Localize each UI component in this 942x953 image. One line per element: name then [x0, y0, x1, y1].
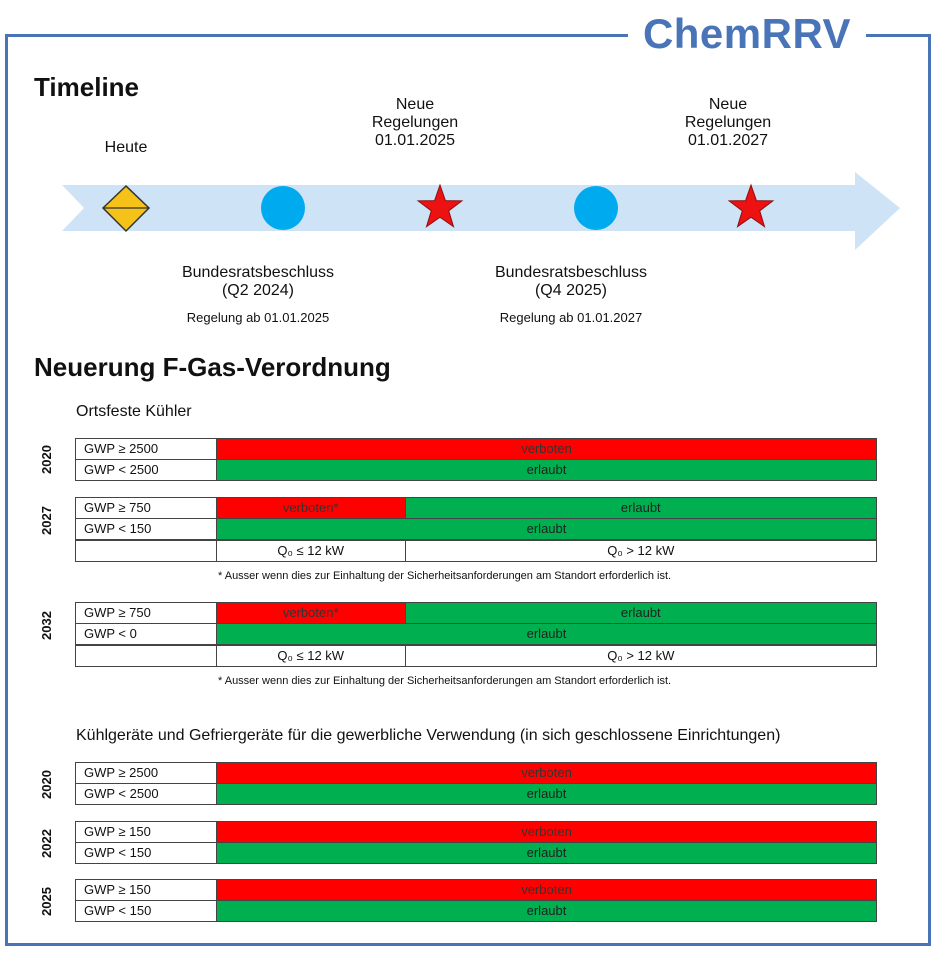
- year-label: 2020: [38, 769, 54, 799]
- decision-circle-icon: [574, 186, 618, 230]
- forbidden-cell: verboten: [216, 821, 877, 843]
- decision-label: Bundesratsbeschluss (Q4 2025) Regelung a…: [494, 264, 648, 325]
- table-row: GWP < 150 erlaubt: [75, 842, 877, 865]
- gwp-label: GWP ≥ 750: [75, 497, 217, 519]
- allowed-cell: erlaubt: [216, 459, 877, 481]
- capacity-cell: Q₀ ≤ 12 kW: [215, 645, 406, 667]
- capacity-cell: Q₀ > 12 kW: [404, 645, 877, 667]
- gwp-label: [75, 645, 217, 667]
- table-row: GWP < 150 erlaubt: [75, 518, 877, 541]
- table-row: GWP < 150 erlaubt: [75, 900, 877, 923]
- timeline-title: Timeline: [34, 72, 140, 102]
- content-frame: [5, 34, 931, 946]
- gwp-label: GWP ≥ 2500: [75, 762, 217, 784]
- gwp-label: GWP ≥ 150: [75, 879, 217, 901]
- gwp-label: GWP ≥ 150: [75, 821, 217, 843]
- allowed-cell: erlaubt: [404, 497, 877, 519]
- capacity-cell: Q₀ > 12 kW: [404, 540, 877, 562]
- table-row: GWP ≥ 150 verboten: [75, 821, 877, 843]
- table-row: GWP < 2500 erlaubt: [75, 783, 877, 806]
- table-row: Q₀ ≤ 12 kW Q₀ > 12 kW: [75, 540, 877, 563]
- footnote: * Ausser wenn dies zur Einhaltung der Si…: [218, 570, 672, 582]
- allowed-cell: erlaubt: [404, 602, 877, 624]
- gwp-label: [75, 540, 217, 562]
- gwp-label: GWP < 2500: [75, 459, 217, 481]
- new-rules-star-icon: [727, 183, 775, 228]
- gwp-label: GWP < 150: [75, 842, 217, 864]
- section-title: Ortsfeste Kühler: [76, 403, 192, 420]
- table-row: Q₀ ≤ 12 kW Q₀ > 12 kW: [75, 645, 877, 668]
- table-row: GWP ≥ 2500 verboten: [75, 762, 877, 784]
- year-label: 2020: [38, 444, 54, 474]
- allowed-cell: erlaubt: [216, 623, 877, 645]
- year-label: 2027: [38, 505, 54, 535]
- table-row: GWP ≥ 2500 verboten: [75, 438, 877, 460]
- forbidden-cell: verboten: [216, 762, 877, 784]
- gwp-table: GWP ≥ 2500 verboten GWP < 2500 erlaubt: [75, 762, 877, 806]
- new-rules-label: Neue Regelungen 01.01.2027: [684, 96, 772, 149]
- fgas-title: Neuerung F-Gas-Verordnung: [34, 352, 391, 382]
- timeline-graphic: [62, 172, 900, 250]
- gwp-table: GWP ≥ 150 verboten GWP < 150 erlaubt: [75, 879, 877, 923]
- allowed-cell: erlaubt: [216, 900, 877, 922]
- decision-label: Bundesratsbeschluss (Q2 2024) Regelung a…: [181, 264, 335, 325]
- forbidden-cell: verboten*: [215, 602, 406, 624]
- year-label: 2032: [38, 610, 54, 640]
- year-label: 2022: [38, 828, 54, 858]
- forbidden-cell: verboten: [216, 438, 877, 460]
- gwp-label: GWP ≥ 750: [75, 602, 217, 624]
- table-row: GWP ≥ 750 verboten* erlaubt: [75, 602, 877, 624]
- table-row: GWP < 2500 erlaubt: [75, 459, 877, 482]
- table-row: GWP ≥ 750 verboten* erlaubt: [75, 497, 877, 519]
- gwp-label: GWP ≥ 2500: [75, 438, 217, 460]
- capacity-cell: Q₀ ≤ 12 kW: [215, 540, 406, 562]
- allowed-cell: erlaubt: [216, 842, 877, 864]
- gwp-label: GWP < 0: [75, 623, 217, 645]
- forbidden-cell: verboten*: [215, 497, 406, 519]
- new-rules-label: Neue Regelungen 01.01.2025: [371, 96, 459, 149]
- gwp-label: GWP < 150: [75, 900, 217, 922]
- year-label: 2025: [38, 886, 54, 916]
- gwp-table: GWP ≥ 750 verboten* erlaubt GWP < 0 erla…: [75, 602, 877, 668]
- forbidden-cell: verboten: [216, 879, 877, 901]
- section-title: Kühlgeräte und Gefriergeräte für die gew…: [76, 727, 781, 744]
- gwp-label: GWP < 150: [75, 518, 217, 540]
- decision-circle-icon: [261, 186, 305, 230]
- timeline-arrow: [62, 172, 900, 250]
- allowed-cell: erlaubt: [216, 518, 877, 540]
- gwp-label: GWP < 2500: [75, 783, 217, 805]
- footnote: * Ausser wenn dies zur Einhaltung der Si…: [218, 675, 672, 687]
- gwp-table: GWP ≥ 150 verboten GWP < 150 erlaubt: [75, 821, 877, 865]
- allowed-cell: erlaubt: [216, 783, 877, 805]
- gwp-table: GWP ≥ 2500 verboten GWP < 2500 erlaubt: [75, 438, 877, 482]
- table-row: GWP ≥ 150 verboten: [75, 879, 877, 901]
- table-row: GWP < 0 erlaubt: [75, 623, 877, 646]
- brand-logo: ChemRRV: [628, 8, 866, 60]
- new-rules-star-icon: [416, 183, 464, 228]
- today-label: Heute: [104, 139, 148, 156]
- gwp-table: GWP ≥ 750 verboten* erlaubt GWP < 150 er…: [75, 497, 877, 563]
